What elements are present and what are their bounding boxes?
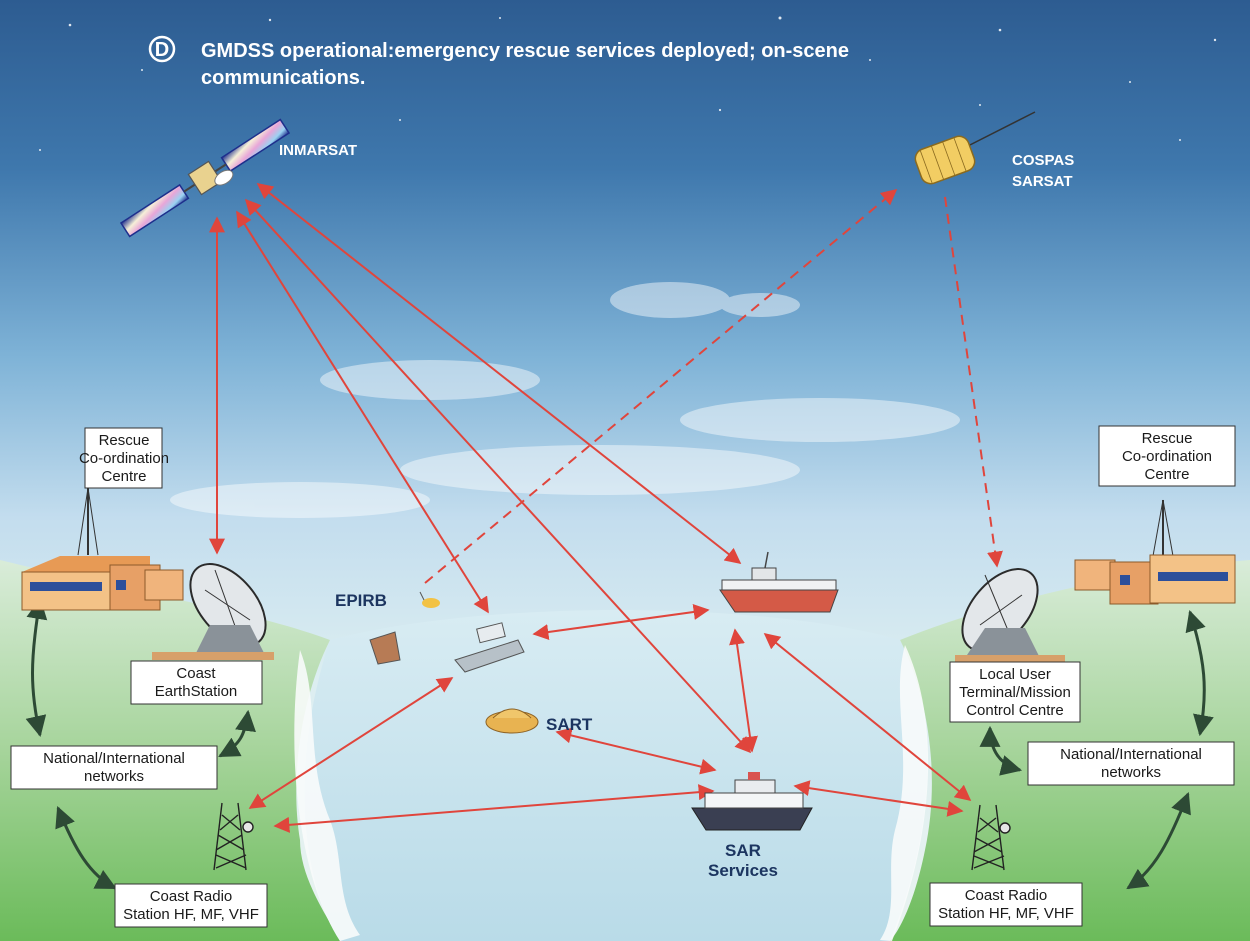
stars [39,16,1217,151]
link-left-radio-sar-services [273,784,715,833]
left-networks-line2: networks [84,768,144,785]
network-links [25,597,1214,890]
title-line2: communications. [201,67,365,89]
right-coast-radio-line1: Coast Radio [965,887,1048,904]
link-sart-sar-services [555,727,717,775]
left-coast-earth-box: Coast EarthStation [130,660,263,705]
left-coast-earth-dish-icon [152,563,274,660]
link-cospas-lut [944,196,1003,568]
right-networks-line1: National/International [1060,746,1202,763]
right-lut-dish-icon [955,568,1065,663]
title-badge-letter: D [155,39,169,61]
left-rcc-line3: Centre [101,468,146,485]
sar-vessel-icon [691,772,813,831]
title-badge [148,35,176,63]
left-networks-box: National/International networks [10,745,218,790]
title: D GMDSS operational:emergency rescue ser… [148,35,849,89]
sar-services-label-line1: SAR [725,841,761,860]
right-lut-box: Local User Terminal/Mission Control Cent… [949,661,1081,723]
right-rcc-building-icon [1074,499,1236,605]
right-rcc-box: Rescue Co-ordination Centre [1098,425,1236,487]
left-radio-tower-icon [213,802,254,871]
right-networks-line2: networks [1101,764,1161,781]
link-right-rcc-networks [1185,609,1214,737]
right-rcc-line1: Rescue [1142,430,1193,447]
right-lut-line1: Local User [979,666,1051,683]
left-rcc-line1: Rescue [99,432,150,449]
left-coast-radio-line2: Station HF, MF, VHF [123,906,259,923]
sart-label: SART [546,715,593,734]
right-lut-line2: Terminal/Mission [959,684,1071,701]
link-sar-services-right-radio [793,780,964,817]
left-coast-earth-line2: EarthStation [155,683,238,700]
epirb-beacon-icon [419,591,440,608]
link-ship-right-radio [763,632,972,802]
sar-services-label-line2: Services [708,861,778,880]
link-left-earth-networks [218,709,256,758]
link-left-rcc-networks [25,597,48,738]
right-lut-line3: Control Centre [966,702,1064,719]
right-coast-radio-line2: Station HF, MF, VHF [938,905,1074,922]
right-rcc-line3: Centre [1144,466,1189,483]
sarsat-label: SARSAT [1012,173,1073,190]
right-rcc-line2: Co-ordination [1122,448,1212,465]
inmarsat-satellite-icon [119,118,291,238]
sart-liferaft-icon [485,708,539,734]
distress-ship-icon [369,622,525,673]
satellite-links [209,183,1003,833]
left-rcc-box: Rescue Co-ordination Centre [79,427,169,489]
right-radio-tower-icon [971,804,1011,871]
link-right-lut-networks [979,725,1023,776]
right-coast-radio-box: Coast Radio Station HF, MF, VHF [929,882,1083,927]
left-coast-radio-box: Coast Radio Station HF, MF, VHF [114,883,268,928]
left-rcc-line2: Co-ordination [79,450,169,467]
link-right-networks-radio [1126,792,1191,890]
title-line1: GMDSS operational:emergency rescue servi… [201,40,849,62]
link-epirb-cospas [424,188,898,584]
cospas-sarsat-satellite-icon [914,111,1036,185]
merchant-ship-icon [719,551,839,613]
epirb-label: EPIRB [335,591,387,610]
left-coast-earth-line1: Coast [176,665,216,682]
link-inmarsat-ship [256,183,742,564]
left-networks-line1: National/International [43,750,185,767]
left-rcc-building-icon [21,487,184,611]
link-left-networks-radio [55,806,117,890]
link-distress-ship-ship [532,604,710,640]
right-networks-box: National/International networks [1027,741,1235,786]
inmarsat-label: INMARSAT [279,142,357,159]
cospas-label: COSPAS [1012,152,1074,169]
left-coast-radio-line1: Coast Radio [150,888,233,905]
link-ship-sar-services [729,628,758,753]
